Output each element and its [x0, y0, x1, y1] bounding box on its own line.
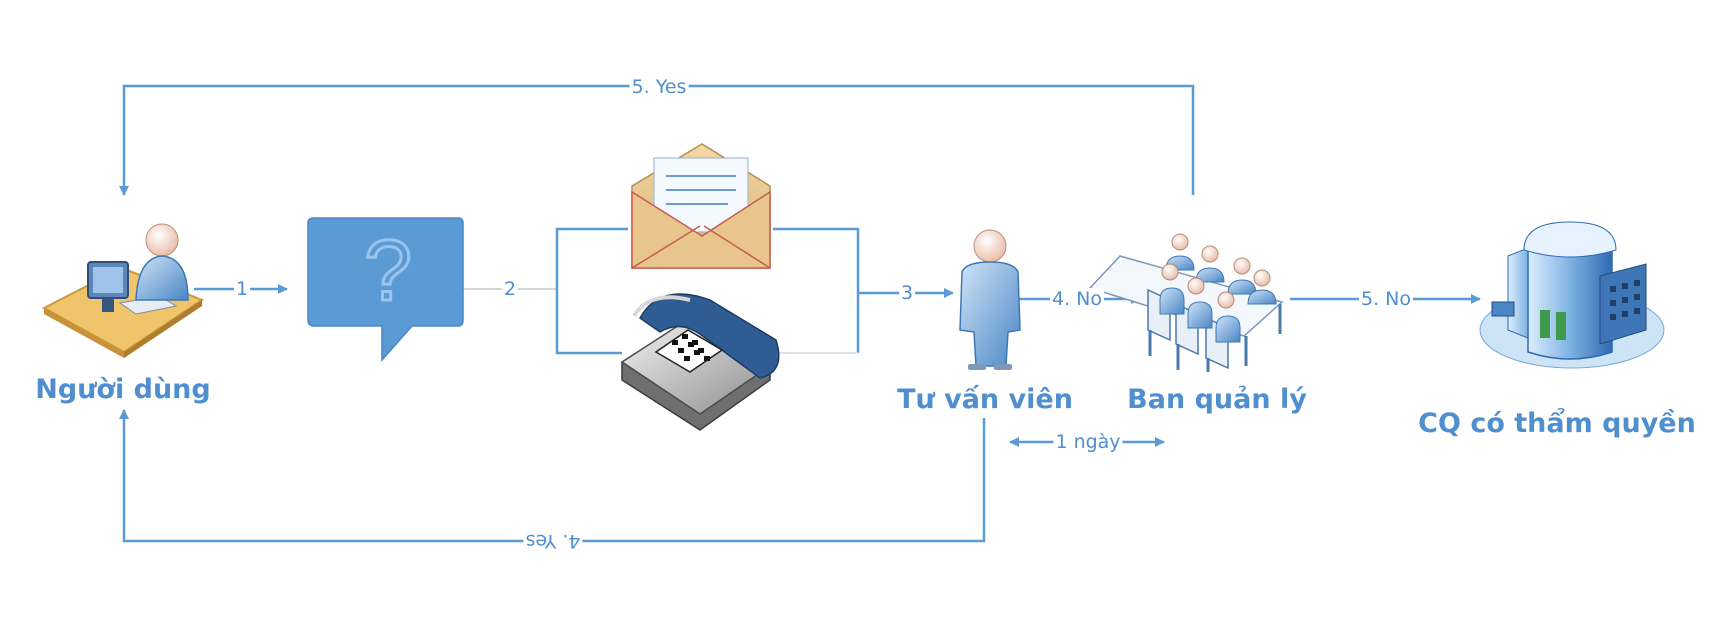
- telephone-icon: [620, 293, 780, 431]
- edge-label-3: 3: [898, 282, 916, 304]
- node-label-authority: CQ có thẩm quyền: [1418, 408, 1696, 439]
- edge-3-merge: [773, 227, 860, 353]
- edge-label-duration: 1 ngày: [1053, 431, 1123, 453]
- edge-label-4-no: 4. No: [1049, 288, 1105, 310]
- node-label-board: Ban quản lý: [1127, 384, 1307, 415]
- edge-label-2: 2: [501, 278, 519, 300]
- standing-person-icon: [959, 229, 1021, 370]
- edge-label-5-no: 5. No: [1358, 288, 1414, 310]
- meeting-table-group-icon: [1088, 233, 1284, 372]
- office-building-icon: [1479, 221, 1665, 369]
- edge-label-5-yes: 5. Yes: [629, 76, 689, 98]
- edge-label-1: 1: [233, 278, 251, 300]
- edge-4-yes: [119, 409, 986, 543]
- svg-text:?: ?: [364, 223, 412, 319]
- node-label-user: Người dùng: [35, 374, 211, 405]
- edge-2-split: [555, 227, 628, 355]
- question-speech-bubble-icon: ?: [307, 217, 464, 362]
- node-label-consultant: Tư vấn viên: [897, 384, 1073, 415]
- edge-label-4-yes: 4. Yes: [523, 530, 583, 552]
- envelope-letter-icon: [631, 143, 771, 269]
- user-at-computer-icon: [41, 223, 205, 358]
